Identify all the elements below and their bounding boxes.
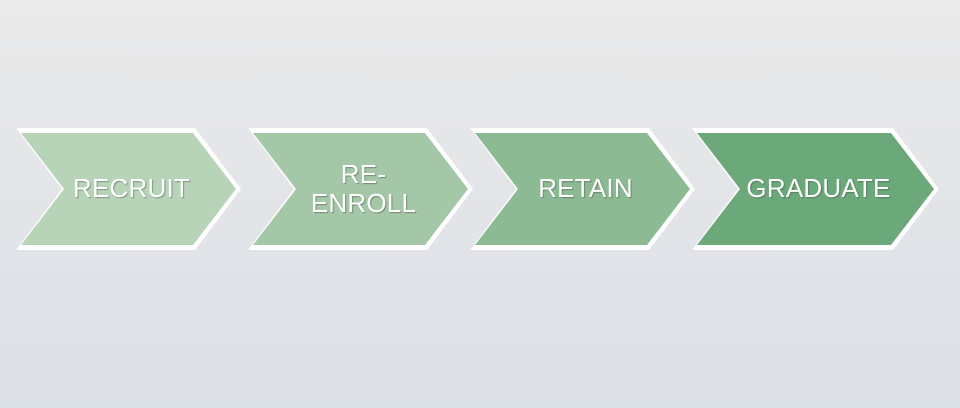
process-step-re-enroll[interactable]: RE- ENROLL	[248, 128, 473, 250]
process-step-recruit[interactable]: RECRUIT	[16, 128, 241, 250]
chevron-fill-retain	[475, 133, 690, 245]
chevron-fill-re-enroll	[253, 133, 468, 245]
chevron-fill-graduate	[697, 133, 934, 245]
process-step-graduate[interactable]: GRADUATE	[692, 128, 939, 250]
chevron-fill-recruit	[21, 133, 236, 245]
process-step-retain[interactable]: RETAIN	[470, 128, 695, 250]
chevron-process-flow: RECRUIT RE- ENROLL RETAIN GRADUATE	[0, 128, 960, 250]
